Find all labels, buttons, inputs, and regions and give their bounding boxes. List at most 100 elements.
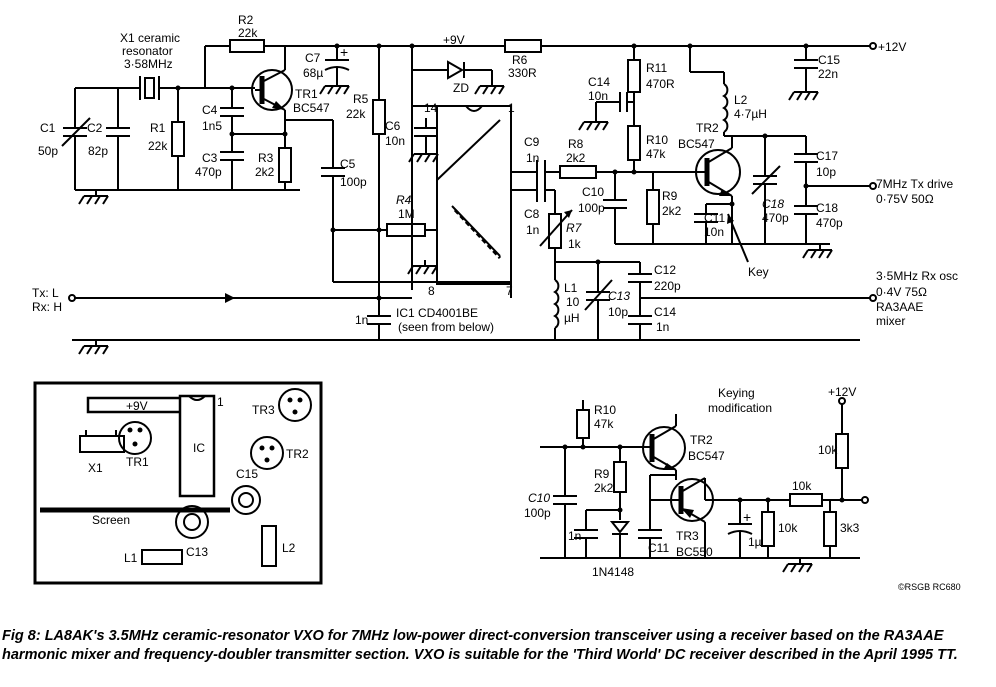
- main-schematic: +: [61, 39, 877, 355]
- keying-c10-label: C10: [528, 491, 550, 505]
- r8-value: 2k2: [566, 151, 586, 165]
- c18a-value: 470p: [762, 211, 789, 225]
- keying-r10k-b: 10k: [792, 479, 812, 493]
- c1-label: C1: [40, 121, 56, 135]
- figure-caption: Fig 8: LA8AK's 3.5MHz ceramic-resonator …: [2, 628, 958, 663]
- r4-label: R4: [396, 193, 412, 207]
- c5-value: 100p: [340, 175, 367, 189]
- tr1-type: BC547: [293, 101, 330, 115]
- r1-label: R1: [150, 121, 166, 135]
- keying-tr2-label: TR2: [690, 433, 713, 447]
- tx-out-label: 7MHz Tx drive: [876, 177, 953, 191]
- supply-9v-label: +9V: [443, 33, 465, 47]
- copyright-credit: ©RSGB RC680: [898, 582, 961, 592]
- r9-label: R9: [662, 189, 678, 203]
- c4-value: 1n5: [202, 119, 222, 133]
- keying-title-2: modification: [708, 401, 772, 415]
- r9-value: 2k2: [662, 204, 682, 218]
- keying-r10-label: R10: [594, 403, 616, 417]
- tr2-type: BC547: [678, 137, 715, 151]
- ic-pin14: 14: [424, 101, 438, 115]
- l1-value: 10: [566, 295, 580, 309]
- layout-screen-label: Screen: [92, 513, 130, 527]
- r5-label: R5: [353, 92, 369, 106]
- l2-label: L2: [734, 93, 748, 107]
- rx-label: Rx: H: [32, 300, 62, 314]
- keying-c1u-label: 1µ: [748, 535, 762, 549]
- tr1-label: TR1: [295, 87, 318, 101]
- keying-c10-value: 100p: [524, 506, 551, 520]
- keying-r9-label: R9: [594, 467, 610, 481]
- c3-label: C3: [202, 151, 218, 165]
- c-1n-label: 1n: [355, 313, 368, 327]
- r7-label: R7: [566, 221, 583, 235]
- key-label: Key: [748, 265, 769, 279]
- keying-tr3-type: BC550: [676, 545, 713, 559]
- layout-l2-label: L2: [282, 541, 296, 555]
- c2-label: C2: [87, 121, 103, 135]
- r6-value: 330R: [508, 66, 537, 80]
- layout-tr3-label: TR3: [252, 403, 275, 417]
- c12-label: C12: [654, 263, 676, 277]
- c17-label: C17: [816, 149, 838, 163]
- c4-label: C4: [202, 103, 218, 117]
- ic1-label: IC1 CD4001BE: [396, 306, 478, 320]
- ic-pin1: 1: [508, 101, 515, 115]
- rx-out-label: 3·5MHz Rx osc: [876, 269, 958, 283]
- r3-value: 2k2: [255, 165, 275, 179]
- c18a-label: C18: [762, 197, 784, 211]
- layout-c13-label: C13: [186, 545, 208, 559]
- c9-value: 1n: [526, 151, 539, 165]
- keying-r10-value: 47k: [594, 417, 614, 431]
- keying-r10k-a: 10k: [818, 443, 838, 457]
- keying-r9-value: 2k2: [594, 481, 614, 495]
- keying-c11-label: C11: [648, 541, 669, 555]
- ic1-note: (seen from below): [398, 320, 494, 334]
- tx-label: Tx: L: [32, 286, 59, 300]
- r10-label: R10: [646, 133, 668, 147]
- layout-tr2-label: TR2: [286, 447, 309, 461]
- c2-value: 82p: [88, 144, 108, 158]
- rx-out-mixer-1: RA3AAE: [876, 300, 923, 314]
- r4-value: 1M: [398, 207, 415, 221]
- c15-label: C15: [818, 53, 840, 67]
- tx-out-spec: 0·75V 50Ω: [876, 192, 934, 206]
- ic-pin8: 8: [428, 284, 435, 298]
- layout-panel: [33, 381, 323, 585]
- zd-label: ZD: [453, 81, 469, 95]
- r11-label: R11: [646, 61, 667, 75]
- c10-value: 100p: [578, 201, 605, 215]
- keying-title-1: Keying: [718, 386, 755, 400]
- x1-label-3: 3·58MHz: [124, 57, 173, 71]
- r3-label: R3: [258, 151, 274, 165]
- keying-tr3-label: TR3: [676, 529, 699, 543]
- c5-label: C5: [340, 157, 356, 171]
- keying-supply-label: +12V: [828, 385, 856, 399]
- l2-value: 4·7µH: [734, 107, 767, 121]
- c1-value: 50p: [38, 144, 58, 158]
- keying-r10k-c: 10k: [778, 521, 798, 535]
- svg-text:+: +: [340, 44, 348, 60]
- c9-label: C9: [524, 135, 540, 149]
- keying-r3k3: 3k3: [840, 521, 860, 535]
- tr2-label: TR2: [696, 121, 719, 135]
- c18b-value: 470p: [816, 216, 843, 230]
- svg-text:+: +: [743, 509, 751, 525]
- c7-value: 68µ: [303, 66, 323, 80]
- layout-tr1-label: TR1: [126, 455, 149, 469]
- r1-value: 22k: [148, 139, 168, 153]
- x1-label-2: resonator: [122, 44, 173, 58]
- c14a-value: 10n: [588, 89, 608, 103]
- c15-value: 22n: [818, 67, 838, 81]
- x1-label-1: X1 ceramic: [120, 31, 180, 45]
- supply-12v-label: +12V: [878, 40, 906, 54]
- layout-supply-label: +9V: [126, 399, 148, 413]
- layout-l1-label: L1: [124, 551, 138, 565]
- r2-label: R2: [238, 13, 254, 27]
- c7-label: C7: [305, 51, 321, 65]
- keying-tr2-type: BC547: [688, 449, 725, 463]
- c11-label: C11: [704, 211, 725, 225]
- c13-label: C13: [608, 289, 630, 303]
